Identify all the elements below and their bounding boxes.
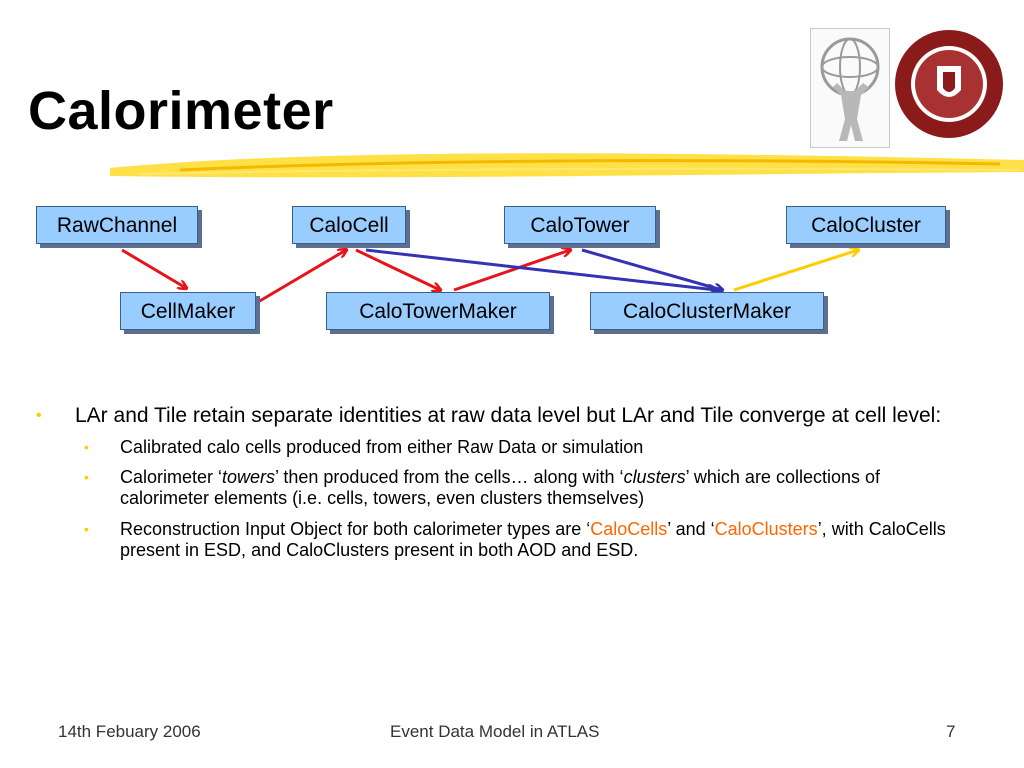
arrow-calotowermaker-to-calotower: [453, 250, 570, 292]
calocluster-box: CaloCluster: [786, 206, 946, 244]
highlight-caloclusters: CaloClusters: [714, 519, 818, 539]
arrow-cellmaker-to-calocell: [257, 250, 346, 304]
umass-seal-logo: [893, 28, 1005, 140]
bullet-text: LAr and Tile retain separate identities …: [75, 404, 942, 427]
sub-bullet-dot: •: [84, 521, 89, 537]
calotower-box: CaloTower: [504, 206, 656, 244]
arrow-calocell-to-calotowermaker: [355, 248, 440, 290]
highlight-calocells: CaloCells: [590, 519, 668, 539]
sub-bullet-item: • Calorimeter ‘towers’ then produced fro…: [36, 467, 956, 509]
sub-bullet-item: • Calibrated calo cells produced from ei…: [36, 437, 956, 458]
sub-bullet-text: ’ then produced from the cells… along wi…: [275, 467, 624, 487]
sub-bullet-text: Reconstruction Input Object for both cal…: [120, 519, 591, 539]
sub-bullet-text: ’ and ‘: [667, 519, 715, 539]
calotowermaker-box: CaloTowerMaker: [326, 292, 550, 330]
footer-page-number: 7: [946, 722, 956, 741]
arrow-caloclustermaker-to-calocluster: [733, 250, 858, 292]
sub-bullet-dot: •: [84, 439, 89, 455]
atlas-logo: [810, 28, 890, 148]
cellmaker-box: CellMaker: [120, 292, 256, 330]
title-underline-brush: [110, 153, 1024, 178]
term-towers: towers: [222, 467, 276, 487]
arrow-rawchannel-to-cellmaker: [121, 248, 186, 288]
sub-bullet-text: Calibrated calo cells produced from eith…: [120, 437, 644, 457]
term-clusters: clusters: [623, 467, 686, 487]
sub-bullet-text: ’, with CaloCells present in ESD, and Ca…: [120, 519, 946, 560]
sub-bullet-item: • Reconstruction Input Object for both c…: [36, 519, 956, 561]
caloclustermaker-box: CaloClusterMaker: [590, 292, 824, 330]
sub-bullet-text: Calorimeter ‘: [120, 467, 223, 487]
calocell-box: CaloCell: [292, 206, 406, 244]
bullet-dot: •: [36, 407, 42, 424]
sub-bullet-text: ’ which are collections of calorimeter e…: [120, 467, 881, 508]
flow-arrows: [121, 0, 1024, 304]
bullet-item: • LAr and Tile retain separate identitie…: [36, 404, 956, 427]
footer-title: Event Data Model in ATLAS: [390, 722, 600, 741]
rawchannel-box: RawChannel: [36, 206, 198, 244]
sub-bullet-dot: •: [84, 469, 89, 485]
arrow-calotower-to-caloclustermaker: [581, 248, 722, 290]
bullet-list: • LAr and Tile retain separate identitie…: [36, 404, 956, 561]
arrow-calocell-to-caloclustermaker: [365, 248, 716, 290]
page-title: Calorimeter: [28, 81, 334, 141]
footer-date: 14th Febuary 2006: [58, 722, 201, 741]
